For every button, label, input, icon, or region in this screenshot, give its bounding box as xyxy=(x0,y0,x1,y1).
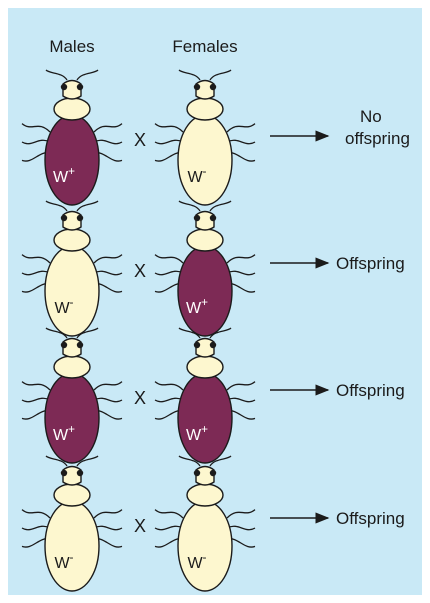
cross-symbol: X xyxy=(134,130,146,150)
genotype-base: W xyxy=(187,555,203,572)
male-beetle: W+ xyxy=(22,328,122,463)
females-header: Females xyxy=(172,37,237,56)
genotype-sign: - xyxy=(203,164,207,178)
antennae xyxy=(46,70,98,80)
female-beetle: W+ xyxy=(155,328,255,463)
female-beetle: W- xyxy=(155,456,255,591)
left-eye xyxy=(61,84,67,90)
head xyxy=(63,212,81,231)
thorax xyxy=(187,229,223,251)
genotype-base: W xyxy=(186,300,202,317)
genotype-base: W xyxy=(53,169,69,186)
cross-symbol: X xyxy=(134,261,146,281)
thorax xyxy=(54,484,90,506)
right-eye xyxy=(77,215,83,221)
thorax xyxy=(187,356,223,378)
genotype-base: W xyxy=(186,427,202,444)
genotype-sign: - xyxy=(70,550,74,564)
cross-symbol: X xyxy=(134,388,146,408)
thorax xyxy=(54,356,90,378)
head xyxy=(196,81,214,100)
right-eye xyxy=(210,215,216,221)
thorax xyxy=(54,229,90,251)
genotype-base: W xyxy=(54,300,70,317)
genotype-base: W xyxy=(53,427,69,444)
genotype-sign: - xyxy=(203,550,207,564)
abdomen xyxy=(45,246,99,336)
female-beetle: W+ xyxy=(155,201,255,336)
left-eye xyxy=(61,470,67,476)
genotype-sign: + xyxy=(201,422,208,436)
abdomen xyxy=(45,373,99,463)
thorax xyxy=(54,98,90,120)
abdomen xyxy=(178,115,232,205)
abdomen xyxy=(45,501,99,591)
result-label-line: offspring xyxy=(345,129,410,148)
result-label-line: No xyxy=(360,107,382,126)
right-eye xyxy=(210,470,216,476)
head xyxy=(63,81,81,100)
thorax xyxy=(187,98,223,120)
left-eye xyxy=(194,84,200,90)
thorax xyxy=(187,484,223,506)
right-eye xyxy=(77,470,83,476)
right-eye xyxy=(77,342,83,348)
left-eye xyxy=(61,342,67,348)
male-beetle: W+ xyxy=(22,70,122,205)
genotype-base: W xyxy=(187,169,203,186)
male-beetle: W- xyxy=(22,456,122,591)
right-eye xyxy=(77,84,83,90)
genotype-sign: - xyxy=(70,295,74,309)
left-eye xyxy=(194,215,200,221)
genotype-base: W xyxy=(54,555,70,572)
female-beetle: W- xyxy=(155,70,255,205)
abdomen xyxy=(178,373,232,463)
result-label: Offspring xyxy=(336,509,405,528)
head xyxy=(63,339,81,358)
genotype-sign: + xyxy=(201,295,208,309)
antennae xyxy=(179,70,231,80)
head xyxy=(196,467,214,486)
right-eye xyxy=(210,342,216,348)
head xyxy=(196,339,214,358)
head xyxy=(196,212,214,231)
right-eye xyxy=(210,84,216,90)
genotype-sign: + xyxy=(68,164,75,178)
head xyxy=(63,467,81,486)
result-label: Offspring xyxy=(336,381,405,400)
abdomen xyxy=(45,115,99,205)
result-label: Offspring xyxy=(336,254,405,273)
abdomen xyxy=(178,246,232,336)
left-eye xyxy=(61,215,67,221)
male-beetle: W- xyxy=(22,201,122,336)
left-eye xyxy=(194,342,200,348)
cross-symbol: X xyxy=(134,516,146,536)
genotype-sign: + xyxy=(68,422,75,436)
left-eye xyxy=(194,470,200,476)
abdomen xyxy=(178,501,232,591)
males-header: Males xyxy=(49,37,94,56)
